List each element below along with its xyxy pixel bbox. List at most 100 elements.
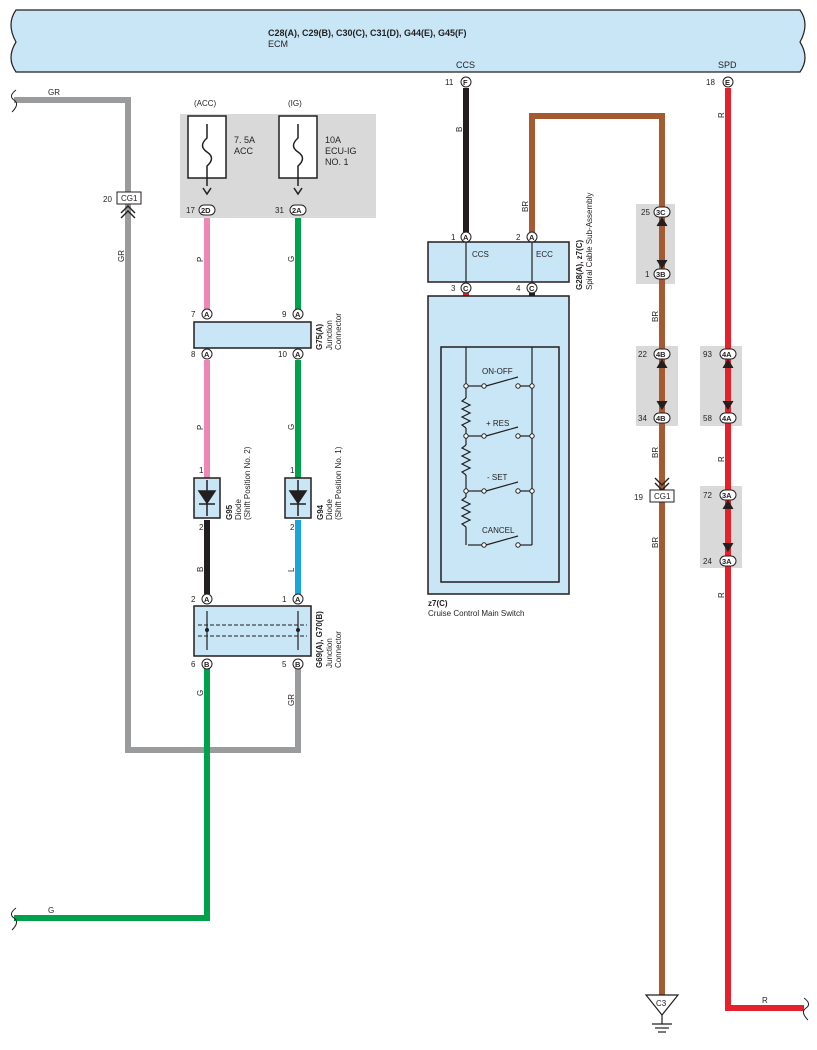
wire-label-gr-bottom: GR: [287, 694, 296, 706]
switch-cancel-label: CANCEL: [482, 526, 515, 535]
diode-g94-name: Diode: [325, 499, 334, 520]
diode-g94-pin-top: 1: [290, 466, 295, 475]
spiral-cable-code-4: C: [529, 284, 535, 293]
wire-label-p-top: P: [196, 257, 205, 262]
wire-label-g-top: G: [287, 256, 296, 262]
wire-break-marks: [10, 89, 810, 1021]
inline-4b-pin-b: 34: [638, 414, 647, 423]
inline-3b-pin: 1: [645, 270, 650, 279]
shade-areas: [180, 114, 742, 568]
junction-g75-pin-10: 10: [278, 350, 287, 359]
wire-label-b-ccs: B: [455, 127, 464, 132]
fuse-acc: (ACC) 7. 5A ACC 17 2D: [186, 99, 255, 216]
wire-label-br-top: BR: [521, 201, 530, 212]
diode-g94-id: G94: [316, 504, 325, 520]
inline-connector-3a: 72 3A 24 3A: [703, 489, 737, 567]
inline-3b-code: 3B: [656, 270, 666, 279]
fuse-acc-name-1: ACC: [234, 146, 254, 156]
junction-g75-name-2: Connector: [334, 313, 343, 350]
diode-g94: 1 2 G94 Diode (Shift Position No. 1): [284, 446, 343, 532]
wire-label-r-1: R: [717, 112, 726, 118]
inline-3a-code-a: 3A: [722, 491, 732, 500]
fuse-ig-name-2: NO. 1: [325, 157, 349, 167]
diode-g94-symbol: [288, 480, 308, 516]
diode-g94-pin-bottom: 2: [290, 523, 295, 532]
inline-4b-code-a: 4B: [656, 350, 666, 359]
junction-g75-code-8: A: [204, 350, 210, 359]
ecm-block: C28(A), C29(B), C30(C), C31(D), G44(E), …: [10, 9, 806, 73]
wire-label-g-bottom: G: [48, 906, 54, 915]
fuse-acc-pin-number: 17: [186, 206, 195, 215]
fuse-acc-rating: 7. 5A: [234, 135, 255, 145]
wire-label-br-2: BR: [651, 447, 660, 458]
spiral-cable-terminal-ccs: CCS: [472, 250, 489, 259]
junction-g75-id: G75(A): [315, 323, 324, 350]
spiral-cable-terminal-ecc: ECC: [536, 250, 553, 259]
junction-g75-pin-8: 8: [191, 350, 196, 359]
switch-res-label: + RES: [486, 419, 509, 428]
junction-g69-id: G69(A), G70(B): [315, 611, 324, 668]
junction-g69-name-1: Junction: [325, 638, 334, 668]
wire-label-r-3: R: [717, 592, 726, 598]
wire-label-p-mid: P: [196, 425, 205, 430]
wire-r: [725, 88, 804, 1011]
wires: [14, 88, 804, 1011]
junction-g75-pin-9: 9: [282, 310, 287, 319]
inline-4a-shade: [700, 346, 742, 426]
diode-g95-id: G95: [225, 504, 234, 520]
wire-label-g-bottom-vertical: G: [196, 690, 205, 696]
wire-label-l: L: [287, 567, 296, 572]
cg1-left-pin: 20: [103, 195, 112, 204]
ecm-name: ECM: [268, 39, 288, 49]
ground-c3-code: C3: [656, 999, 667, 1008]
junction-g69-code-1: A: [295, 595, 301, 604]
fuse-ig-name-1: ECU-IG: [325, 146, 357, 156]
spiral-cable-pin-3: 3: [451, 284, 456, 293]
fuse-ig: (IG) 10A ECU-IG NO. 1 31 2A: [275, 99, 357, 216]
junction-g69-pin-1: 1: [282, 595, 287, 604]
diode-g95: 1 2 G95 Diode (Shift Position No. 2): [193, 446, 252, 532]
junction-g69-code-6: B: [204, 660, 210, 669]
wire-label-br-3: BR: [651, 537, 660, 548]
fuse-ig-pin-number: 31: [275, 206, 284, 215]
ground-c3: C3: [644, 994, 680, 1033]
ecm-connectors: C28(A), C29(B), C30(C), C31(D), G44(E), …: [268, 28, 467, 38]
spiral-cable-pin-2: 2: [516, 233, 521, 242]
inline-3a-shade: [700, 486, 742, 568]
junction-g69: G69(A), G70(B) Junction Connector 2 A 1 …: [191, 593, 343, 670]
junction-g69-pin-6: 6: [191, 660, 196, 669]
spiral-cable-name: Spiral Cable Sub-Assembly: [585, 193, 594, 290]
spiral-cable: CCS ECC G28(A), z7(C) Spiral Cable Sub-A…: [427, 193, 594, 294]
inline-3c-pin: 25: [641, 208, 650, 217]
inline-4b-code-b: 4B: [656, 414, 666, 423]
cg1-right-code: CG1: [654, 492, 671, 501]
diode-g95-desc: (Shift Position No. 2): [243, 446, 252, 520]
fuse-ig-rating: 10A: [325, 135, 341, 145]
inline-4a-code-b: 4A: [722, 414, 732, 423]
ecm-pin-ccs: CCS 11 F: [445, 60, 475, 88]
wire-br: [529, 113, 665, 995]
spiral-cable-code-2: A: [529, 233, 535, 242]
junction-g75-name-1: Junction: [325, 320, 334, 350]
diode-g95-pin-top: 1: [199, 466, 204, 475]
ground-icon: [652, 1015, 672, 1033]
diode-g95-symbol: [197, 480, 217, 516]
junction-g69-code-2: A: [204, 595, 210, 604]
spiral-cable-code-3: C: [463, 284, 469, 293]
wire-label-r-bottom: R: [762, 996, 768, 1005]
wire-label-r-2: R: [717, 456, 726, 462]
main-switch-name: Cruise Control Main Switch: [428, 609, 524, 618]
junction-g69-pin-2: 2: [191, 595, 196, 604]
spiral-cable-code-1: A: [463, 233, 469, 242]
fuse-ig-pin-code: 2A: [292, 206, 302, 215]
cg1-right-connector: 19 CG1: [634, 477, 675, 503]
cg1-right-pin: 19: [634, 493, 643, 502]
junction-g75-code-9: A: [295, 310, 301, 319]
main-switch-id: z7(C): [428, 599, 448, 608]
inline-connector-3c-3b: 25 3C 1 3B: [641, 206, 671, 280]
spiral-cable-pin-1: 1: [451, 233, 456, 242]
cruise-main-switch: ON-OFF + RES - SET CANCEL z7(C) Cruise C…: [427, 295, 570, 618]
ecm-pin-spd-number: 18: [706, 78, 715, 87]
switch-on-off-label: ON-OFF: [482, 367, 513, 376]
